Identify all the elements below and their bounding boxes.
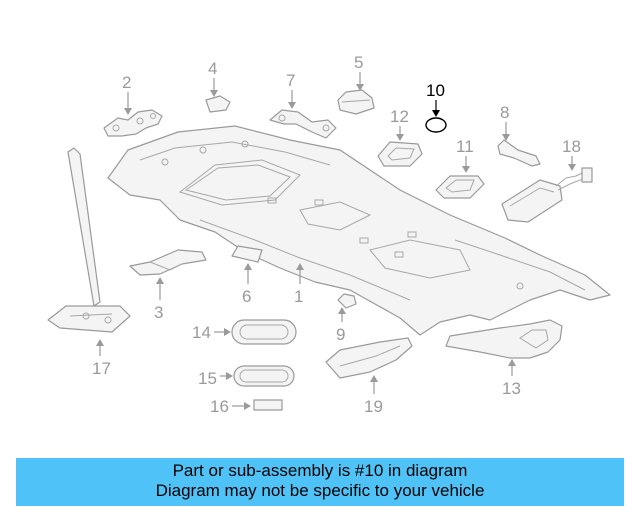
svg-text:19: 19 [364,397,383,416]
callout-3: 3 [154,277,164,322]
callout-7: 7 [286,71,296,109]
part-12-lamp[interactable] [377,141,423,167]
part-4-clip[interactable] [205,95,231,113]
diagram-notice-banner: Part or sub-assembly is #10 in diagram D… [16,458,624,506]
svg-text:13: 13 [502,379,521,398]
part-19-handle[interactable] [325,337,413,379]
part-9-clip[interactable] [337,293,357,309]
part-15-lens[interactable] [233,365,295,387]
svg-text:4: 4 [208,59,217,78]
callout-16: 16 [210,397,251,416]
callout-17: 17 [92,339,111,378]
part-14-lamp[interactable] [231,319,297,345]
callout-14: 14 [192,323,231,342]
part-5-lamp[interactable] [337,89,375,115]
callout-4: 4 [208,59,218,97]
callout-12: 12 [390,107,409,141]
callout-11: 11 [456,137,474,173]
svg-text:17: 17 [92,359,111,378]
svg-text:14: 14 [192,323,211,342]
notice-disclaimer-line: Diagram may not be specific to your vehi… [155,481,485,500]
callout-1: 1 [294,263,304,306]
svg-text:2: 2 [122,73,131,92]
part-7-bracket[interactable] [269,109,337,139]
parts-diagram: 1 2 3 4 5 6 7 8 9 10 11 12 [47,53,611,416]
svg-text:11: 11 [456,137,474,156]
part-16-bulb[interactable] [253,399,283,411]
svg-text:16: 16 [210,397,229,416]
callout-19: 19 [364,375,383,416]
callout-13: 13 [502,359,521,398]
svg-text:9: 9 [336,325,345,344]
svg-text:8: 8 [500,103,509,122]
svg-text:6: 6 [242,287,251,306]
part-1-headliner[interactable] [107,125,611,336]
callout-9: 9 [336,307,346,344]
part-6-pad[interactable] [231,245,263,263]
svg-text:10: 10 [426,81,445,100]
callout-6: 6 [242,263,252,306]
callout-18: 18 [562,137,581,171]
svg-text:15: 15 [198,369,217,388]
svg-text:5: 5 [354,53,363,72]
callout-5: 5 [354,53,364,91]
part-17-support[interactable] [47,147,131,333]
part-13-trim[interactable] [445,319,563,359]
part-11-lamp[interactable] [435,175,485,199]
notice-part-line: Part or sub-assembly is #10 in diagram [172,461,468,480]
part-18-module[interactable] [501,167,593,223]
part-3-bracket[interactable] [129,249,207,276]
part-8-bracket[interactable] [497,139,541,167]
part-2-bracket[interactable] [103,109,163,137]
svg-text:1: 1 [294,287,303,306]
callout-15: 15 [198,369,233,388]
svg-text:12: 12 [390,107,409,126]
callout-2: 2 [122,73,132,115]
part-10-seal[interactable] [425,117,447,133]
callout-8: 8 [500,103,510,141]
svg-text:18: 18 [562,137,581,156]
svg-text:7: 7 [286,71,295,90]
svg-text:3: 3 [154,303,163,322]
callout-10: 10 [426,81,445,117]
